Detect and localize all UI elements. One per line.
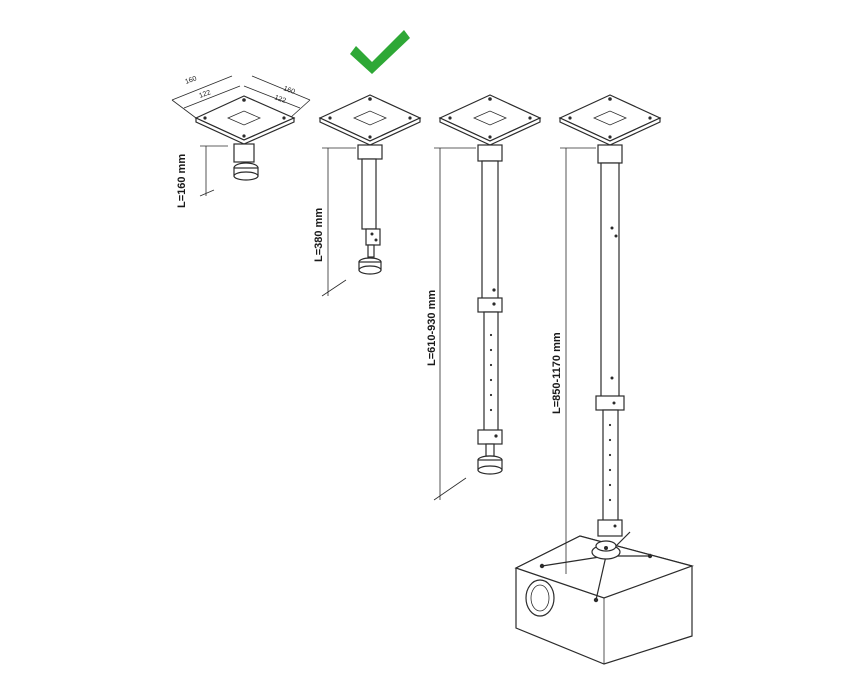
plate-width-inner: 122 xyxy=(198,89,211,100)
checkmark-icon xyxy=(350,30,410,74)
plate-width-outer: 160 xyxy=(184,75,197,86)
length-label-850-1170: L=850-1170 mm xyxy=(551,332,563,414)
mount-variant-850-1170: L=850-1170 mm xyxy=(514,94,694,665)
mount-variant-610-930: L=610-930 mm xyxy=(426,94,542,501)
plate-depth-inner: 122 xyxy=(273,94,286,105)
length-label-610-930: L=610-930 mm xyxy=(426,290,438,366)
plate-dimensions: 160 122 160 122 xyxy=(171,75,311,119)
length-label-160: L=160 mm xyxy=(176,154,188,208)
mount-variant-380: L=380 mm xyxy=(313,94,422,297)
mount-variant-160: 160 122 160 122 L=160 mm xyxy=(171,75,311,208)
length-label-380: L=380 mm xyxy=(313,208,325,262)
projector-bracket xyxy=(539,531,653,603)
plate-depth-outer: 160 xyxy=(282,85,295,96)
